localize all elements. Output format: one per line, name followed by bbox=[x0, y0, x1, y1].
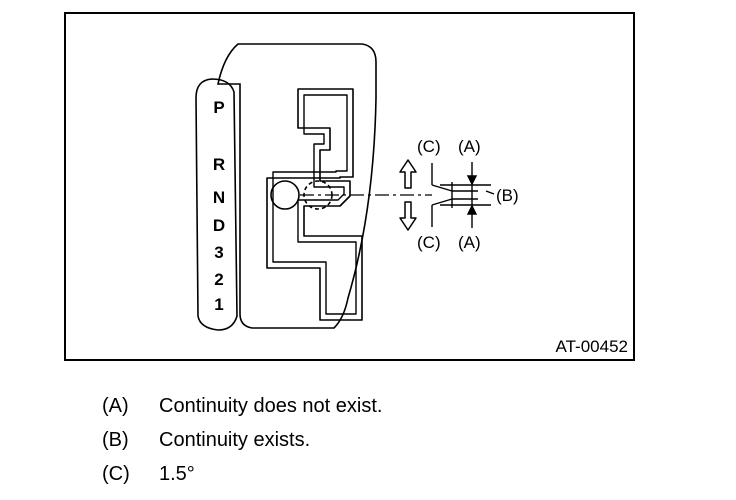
legend-key: (A) bbox=[102, 395, 129, 417]
legend-key: (B) bbox=[102, 429, 129, 451]
figure-frame bbox=[64, 12, 635, 361]
gate-letter-p: P bbox=[213, 98, 224, 117]
arrow-up-icon bbox=[399, 159, 417, 189]
figure-code: AT-00452 bbox=[556, 337, 628, 356]
gate-letter-2: 2 bbox=[214, 270, 223, 289]
shift-gate-diagram: P R N D 3 2 1 (C) (A) (B) (C) (A) bbox=[64, 12, 635, 361]
gate-letter-3: 3 bbox=[214, 243, 223, 262]
callout-bottom-a: (A) bbox=[458, 233, 481, 252]
lever-pin-solid bbox=[270, 180, 300, 210]
callout-top-c: (C) bbox=[417, 137, 441, 156]
legend-text: Continuity exists. bbox=[159, 429, 311, 451]
gate-letter-d: D bbox=[213, 216, 225, 235]
legend-item-c: (C) 1.5° bbox=[102, 460, 702, 494]
legend-text: 1.5° bbox=[159, 463, 195, 485]
gate-letter-1: 1 bbox=[214, 295, 223, 314]
legend: (A) Continuity does not exist. (B) Conti… bbox=[102, 392, 702, 494]
gate-slot-outer bbox=[266, 88, 363, 321]
callout-bottom-c: (C) bbox=[417, 233, 441, 252]
gate-letter-n: N bbox=[213, 188, 225, 207]
position-indicator-strip bbox=[195, 78, 238, 331]
arrow-down-icon bbox=[399, 201, 417, 231]
legend-text: Continuity does not exist. bbox=[159, 395, 383, 417]
callout-mid-b: (B) bbox=[496, 186, 519, 205]
gate-slot-inner bbox=[272, 94, 357, 315]
callout-top-a: (A) bbox=[458, 137, 481, 156]
legend-item-a: (A) Continuity does not exist. bbox=[102, 392, 702, 426]
legend-key: (C) bbox=[102, 463, 130, 485]
gate-letter-r: R bbox=[213, 155, 225, 174]
legend-item-b: (B) Continuity exists. bbox=[102, 426, 702, 460]
angle-detail bbox=[431, 162, 495, 228]
gate-letters: P R N D 3 2 1 bbox=[213, 98, 225, 314]
shift-panel-outline bbox=[217, 43, 377, 329]
